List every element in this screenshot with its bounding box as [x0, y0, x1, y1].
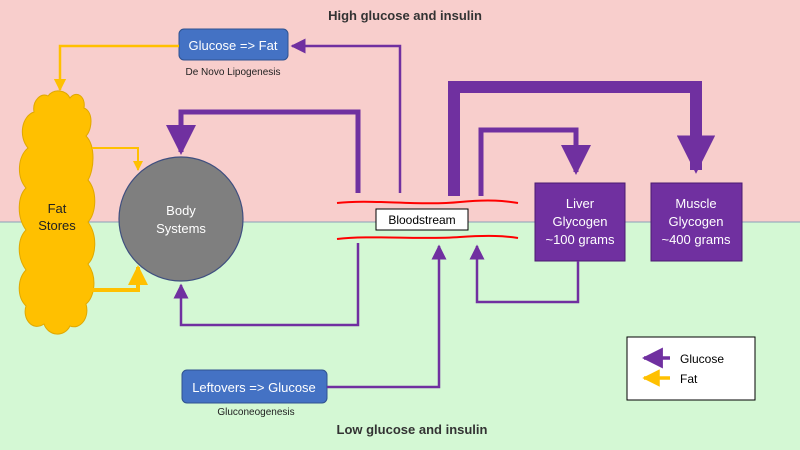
arrow-bloodstream-to-body-top	[166, 109, 361, 193]
liver-label-line1: Liver	[566, 196, 595, 211]
muscle-label-line3: ~400 grams	[661, 232, 731, 247]
arrow-bloodstream-to-lipogenesis	[290, 38, 402, 193]
arrow-liver-to-bloodstream	[469, 244, 580, 304]
legend: Glucose Fat	[626, 336, 756, 401]
body-systems-node: Body Systems	[118, 156, 244, 282]
glucose-to-fat-box: Glucose => Fat	[178, 28, 289, 61]
bloodstream-bottom-line	[336, 234, 519, 240]
bloodstream-label: Bloodstream	[388, 213, 455, 227]
arrow-bloodstream-to-liver	[478, 127, 591, 196]
arrow-fat-to-body-upper	[92, 147, 143, 171]
legend-glucose-label: Glucose	[680, 352, 724, 366]
muscle-label-line1: Muscle	[675, 196, 716, 211]
bloodstream-box: Bloodstream	[375, 208, 469, 231]
leftovers-to-glucose-box: Leftovers => Glucose	[181, 369, 328, 404]
high-glucose-title: High glucose and insulin	[328, 8, 482, 23]
legend-fat-label: Fat	[680, 372, 698, 386]
muscle-glycogen-box: Muscle Glycogen ~400 grams	[650, 182, 743, 262]
bloodstream-top-line	[336, 199, 519, 205]
leftovers-to-glucose-label: Leftovers => Glucose	[192, 380, 316, 395]
arrow-bloodstream-to-body-bottom	[173, 243, 360, 327]
gluconeogenesis-caption: Gluconeogenesis	[217, 407, 294, 418]
arrow-lipogenesis-to-fat-stores	[53, 44, 179, 92]
fat-stores-cloud: Fat Stores	[18, 90, 96, 335]
arrow-leftovers-to-bloodstream	[327, 244, 447, 389]
body-systems-label-line2: Systems	[156, 221, 206, 236]
de-novo-lipogenesis-caption: De Novo Lipogenesis	[185, 67, 280, 78]
fat-stores-label-line2: Stores	[38, 218, 76, 233]
arrow-bloodstream-to-muscle	[448, 81, 716, 196]
glucose-to-fat-label: Glucose => Fat	[189, 38, 278, 53]
liver-label-line3: ~100 grams	[545, 232, 615, 247]
fat-stores-label-line1: Fat	[48, 201, 67, 216]
muscle-label-line2: Glycogen	[669, 214, 724, 229]
arrow-fat-to-body-lower	[90, 265, 148, 292]
low-glucose-title: Low glucose and insulin	[337, 422, 488, 437]
body-systems-label-line1: Body	[166, 203, 196, 218]
liver-label-line2: Glycogen	[553, 214, 608, 229]
liver-glycogen-box: Liver Glycogen ~100 grams	[534, 182, 626, 262]
